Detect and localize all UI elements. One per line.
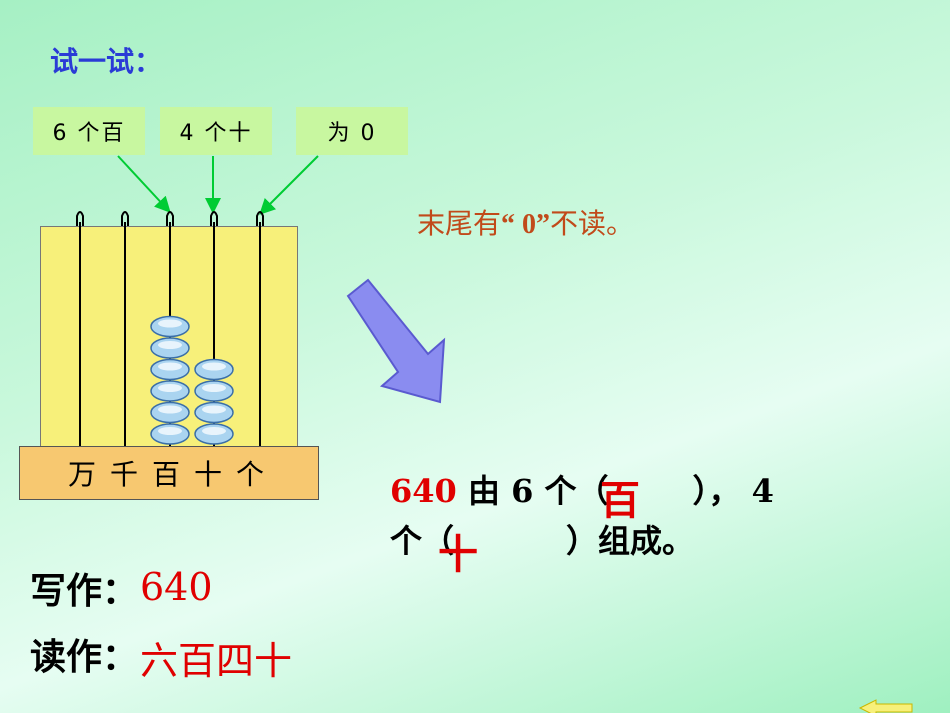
sentence-line-1: 640 由 6 个（ ）， 4 — [390, 466, 774, 512]
bead-highlight — [158, 362, 182, 371]
sentence-part-1: 由 6 个（ — [467, 472, 609, 510]
write-value: 640 — [140, 565, 213, 609]
place-qian: 千 — [109, 458, 144, 491]
rod-hook — [210, 211, 218, 226]
place-ge: 个 — [236, 458, 271, 491]
label-hundreds: 6 个百 — [33, 107, 145, 155]
arrow-hundreds — [117, 155, 171, 213]
note-suffix: 不读。 — [550, 207, 635, 240]
down-right-arrow-icon — [346, 278, 446, 404]
bead-highlight — [158, 405, 182, 414]
arrow-ones — [259, 155, 319, 215]
read-label: 读作： — [30, 637, 139, 678]
label-tens: 4 个十 — [160, 107, 272, 155]
answer-hundreds: 百 — [600, 478, 640, 524]
bead-highlight — [202, 384, 226, 392]
page-title: 试一试： — [50, 45, 163, 78]
bead-highlight — [158, 427, 182, 435]
bead-highlight — [158, 341, 182, 349]
rod-hook — [256, 211, 264, 226]
sentence-line-2: 个（ ）组成。 — [390, 516, 694, 562]
bead-highlight — [158, 319, 182, 328]
note-prefix: 末尾有 — [417, 207, 502, 240]
note-quote: “ 0” — [501, 209, 551, 240]
label-ones: 为 0 — [296, 107, 408, 155]
rod-hook — [76, 211, 84, 226]
place-wan: 万 — [67, 458, 102, 491]
bead-highlight — [202, 405, 226, 414]
read-value: 六百四十 — [140, 639, 293, 683]
rod-hook — [166, 211, 174, 226]
place-shi: 十 — [194, 458, 229, 491]
rule-note: 末尾有“ 0”不读。 — [417, 202, 634, 242]
answer-tens: 十 — [438, 532, 478, 578]
abacus-base: 万 千 百 十 个 — [19, 446, 319, 500]
bead-highlight — [202, 427, 226, 435]
bead-highlight — [202, 362, 226, 371]
sentence-part-4: ）组成。 — [566, 522, 695, 560]
sentence-part-2: ）， 4 — [692, 472, 774, 510]
nav-arrow-icon[interactable] — [856, 698, 916, 713]
write-label: 写作： — [30, 571, 139, 612]
rod-hook — [121, 211, 129, 226]
place-bai: 百 — [151, 458, 186, 491]
number-640: 640 — [390, 472, 457, 510]
sentence-part-3: 个（ — [390, 522, 455, 560]
bead-highlight — [158, 384, 182, 392]
